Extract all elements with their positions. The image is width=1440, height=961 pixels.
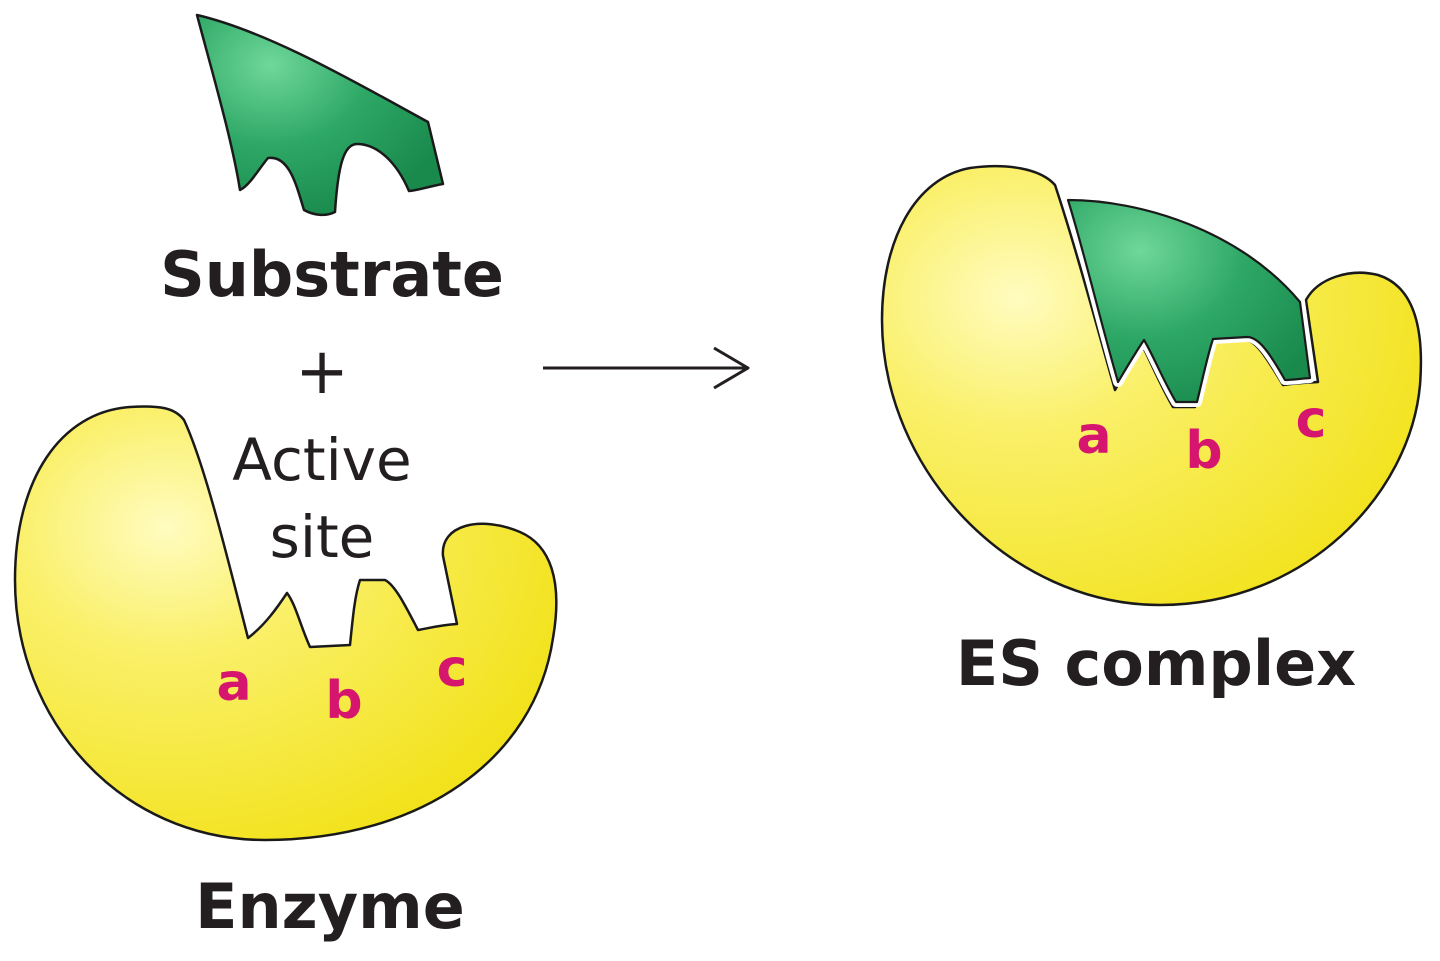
bound-substrate-shape bbox=[1066, 198, 1312, 404]
es-complex-label: ES complex bbox=[956, 627, 1356, 700]
enzyme-shape bbox=[13, 405, 558, 842]
substrate-label: Substrate bbox=[160, 238, 504, 311]
complex-site-b-label: b bbox=[1185, 421, 1222, 481]
enzyme-site-b-label: b bbox=[325, 671, 362, 731]
enzyme-site-c-label: c bbox=[437, 639, 468, 699]
active-site-label-line2: site bbox=[270, 503, 375, 571]
complex-site-a-label: a bbox=[1076, 406, 1111, 466]
substrate-shape bbox=[195, 13, 445, 217]
enzyme-label: Enzyme bbox=[195, 870, 465, 943]
complex-site-c-label: c bbox=[1296, 390, 1327, 450]
active-site-label-line1: Active bbox=[232, 426, 411, 494]
enzyme-site-a-label: a bbox=[216, 653, 251, 713]
plus-sign: + bbox=[295, 335, 349, 409]
reaction-arrow bbox=[543, 346, 750, 390]
